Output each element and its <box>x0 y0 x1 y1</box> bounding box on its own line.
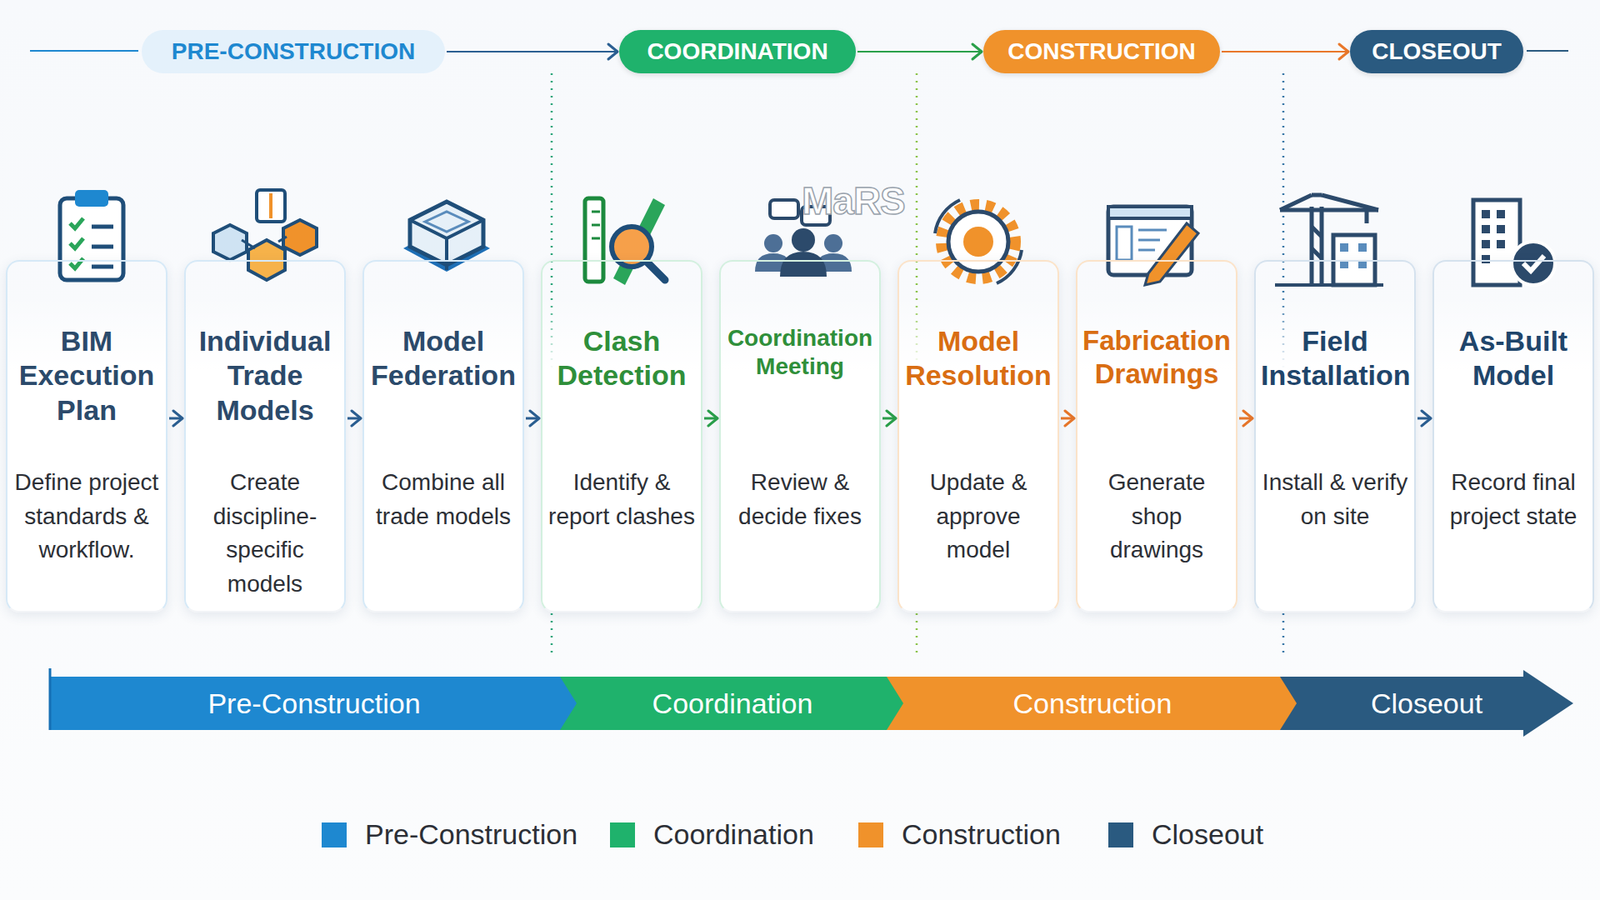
flow-arrow <box>857 44 982 60</box>
step-card: Field InstallationInstall & verify on si… <box>1254 260 1416 613</box>
flow-arrow <box>169 410 183 426</box>
arrow-line <box>1221 50 1349 53</box>
legend-item: Coordination <box>610 818 815 851</box>
step-description: Define project standards & workflow. <box>12 465 161 568</box>
arrow-line <box>857 50 982 53</box>
step-title: Field Installation <box>1260 324 1410 394</box>
phase-chevron: Closeout <box>1280 676 1574 730</box>
step-title: BIM Execution Plan <box>12 324 161 428</box>
arrow-head <box>1065 410 1075 426</box>
step-title: As-Built Model <box>1439 324 1588 394</box>
flow-arrow <box>1060 410 1075 426</box>
step-description: Create discipline-specific models <box>190 465 340 601</box>
legend-text: Pre-Construction <box>365 818 578 851</box>
step-title: Individual Trade Models <box>190 324 340 428</box>
phase-label: Construction <box>1013 687 1173 720</box>
watermark: MaRS <box>801 178 905 224</box>
step-card: BIM Execution PlanDefine project standar… <box>5 260 168 613</box>
legend-item: Closeout <box>1108 818 1264 851</box>
step-description: Review & decide fixes <box>725 465 875 534</box>
flow-arrow <box>1417 410 1431 426</box>
legend-item: Construction <box>858 818 1061 851</box>
arrow-head <box>608 44 618 60</box>
legend-item: Pre-Construction <box>321 818 578 851</box>
phase-label: COORDINATION <box>631 38 843 65</box>
phase-pill: PRE-CONSTRUCTION <box>141 30 445 74</box>
legend-text: Coordination <box>653 818 815 851</box>
arrow-head <box>173 410 183 426</box>
arrow-head <box>708 410 718 426</box>
phase-label: Pre-Construction <box>207 687 420 720</box>
phase-pill: COORDINATION <box>619 30 856 74</box>
flow-arrow <box>704 410 718 426</box>
phase-chevron: Coordination <box>560 676 905 730</box>
phase-label: PRE-CONSTRUCTION <box>156 38 430 65</box>
step-description: Identify & report clashes <box>547 465 696 534</box>
step-card: Fabrication DrawingsGenerate shop drawin… <box>1075 260 1238 613</box>
flow-arrow <box>882 410 896 426</box>
step-card: Coordination MeetingReview & decide fixe… <box>719 260 881 613</box>
phase-label: CONSTRUCTION <box>992 38 1211 65</box>
phase-label: Closeout <box>1370 687 1483 720</box>
step-card: Clash DetectionIdentify & report clashes <box>540 260 703 613</box>
step-title: Fabrication Drawings <box>1082 324 1231 392</box>
step-title: Model Resolution <box>904 324 1053 394</box>
phase-pill: CLOSEOUT <box>1350 30 1524 74</box>
flow-arrow <box>525 410 540 426</box>
arrow-head <box>972 44 982 60</box>
step-description: Install & verify on site <box>1260 465 1410 534</box>
step-title: Coordination Meeting <box>725 324 875 381</box>
step-description: Record final project state <box>1439 465 1588 534</box>
legend-swatch <box>321 822 347 848</box>
legend-swatch <box>1108 822 1134 848</box>
legend-swatch <box>858 822 884 848</box>
flow-arrow <box>1221 44 1349 60</box>
arrow-head <box>530 410 540 426</box>
step-card: Model ResolutionUpdate & approve model <box>897 260 1060 613</box>
flow-arrow <box>1239 410 1253 426</box>
step-card: Individual Trade ModelsCreate discipline… <box>184 260 346 613</box>
step-description: Combine all trade models <box>369 465 518 534</box>
arrow-line <box>446 50 618 53</box>
phase-chevron: Pre-Construction <box>49 676 580 730</box>
flow-arrow <box>446 44 618 60</box>
arrow-head <box>886 410 896 426</box>
start-tick <box>49 668 52 730</box>
arrow-head <box>1243 410 1253 426</box>
step-title: Clash Detection <box>547 324 696 394</box>
phase-label: CLOSEOUT <box>1356 38 1517 65</box>
phase-label: Coordination <box>652 687 814 720</box>
step-title: Model Federation <box>369 324 518 394</box>
chevron-fill <box>560 676 905 730</box>
chevron-fill <box>886 676 1299 730</box>
phase-chevron: Construction <box>886 676 1299 730</box>
phase-pill: CONSTRUCTION <box>983 30 1220 74</box>
chevron-fill <box>1280 670 1574 737</box>
arrow-head <box>1421 410 1431 426</box>
step-description: Update & approve model <box>904 465 1053 568</box>
step-description: Generate shop drawings <box>1082 465 1231 568</box>
step-card: As-Built ModelRecord final project state <box>1432 260 1595 613</box>
arrow-head <box>351 410 361 426</box>
legend-text: Closeout <box>1151 818 1264 851</box>
chevron-fill <box>49 676 580 730</box>
step-card: Model FederationCombine all trade models <box>362 260 525 613</box>
legend-swatch <box>610 822 635 848</box>
arrow-head <box>1339 44 1349 60</box>
legend-text: Construction <box>901 818 1061 851</box>
flow-arrow <box>347 410 361 426</box>
